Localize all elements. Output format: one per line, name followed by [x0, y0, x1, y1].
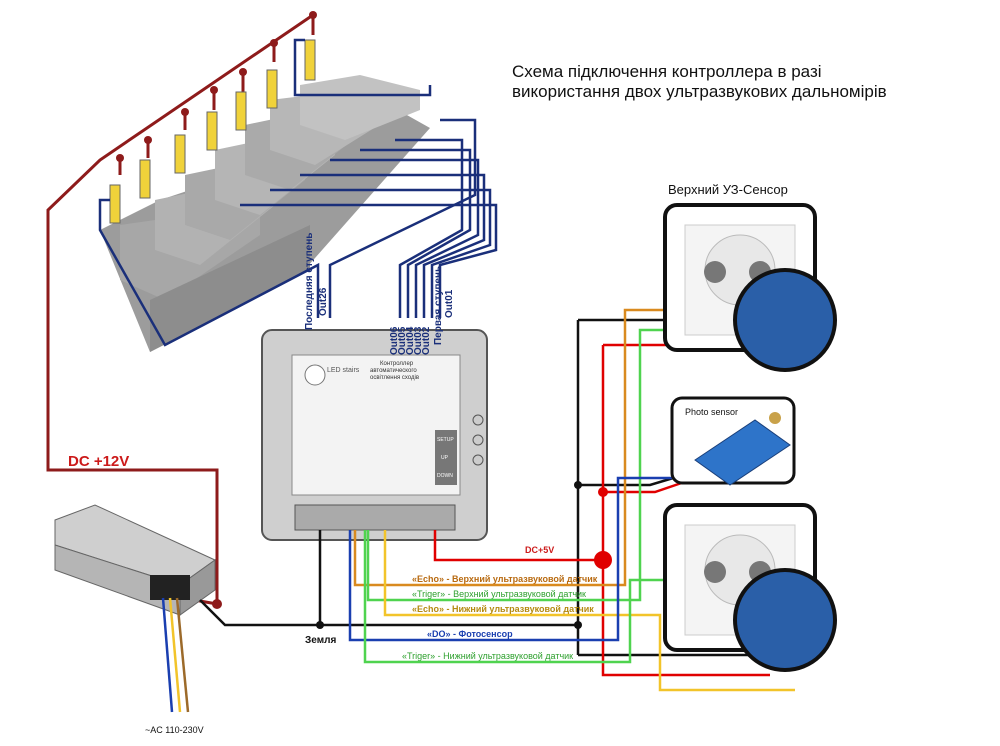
photo-sensor-label: Photo sensor [685, 407, 738, 417]
label-out26: Out26 [318, 287, 329, 316]
ac-label: ~AC 110-230V [145, 725, 204, 735]
trig-lower-label: «Triger» - Нижний ультразвуковой датчик [402, 651, 573, 661]
diagram-title: Схема підключення контроллера в разі вик… [512, 62, 887, 102]
title-line-1: Схема підключення контроллера в разі [512, 62, 822, 81]
echo-upper-label: «Echo» - Верхний ультразвуковой датчик [412, 574, 598, 584]
lower-sensor [663, 503, 837, 672]
bus-junctions [116, 11, 317, 609]
label-last-step: Последняя ступень [304, 233, 315, 330]
ac-wires [161, 597, 190, 713]
label-out04: Out04 [405, 326, 416, 355]
dc5v-label: DC+5V [525, 545, 554, 555]
controller-box [261, 329, 488, 541]
label-first-step: Первая ступень [433, 266, 444, 345]
upper-sensor-label: Верхний УЗ-Сенсор [668, 182, 788, 197]
controller-header-2: автоматического [370, 368, 417, 374]
label-out06: Out06 [389, 326, 400, 355]
button-setup[interactable]: SETUP [437, 437, 454, 443]
power-supply [54, 504, 216, 616]
button-up[interactable]: UP [441, 455, 449, 461]
upper-sensor [663, 203, 837, 372]
controller-header-3: освітлення сходів [370, 375, 419, 381]
step-output-wires [98, 38, 498, 347]
staircase [100, 75, 430, 352]
photo-sensor [670, 396, 796, 486]
label-out05: Out05 [397, 326, 408, 355]
label-out03: Out03 [413, 326, 424, 355]
controller-header-1: Контроллер [380, 361, 414, 367]
dc12v-label: DC +12V [68, 453, 129, 470]
title-line-2: використання двох ультразвукових дальном… [512, 82, 887, 101]
led-strips [109, 39, 316, 224]
label-out01: Out01 [444, 289, 455, 318]
button-down[interactable]: DOWN [437, 473, 453, 479]
ground-label: Земля [305, 635, 336, 646]
do-photo-label: «DO» - Фотосенсор [427, 629, 513, 639]
echo-lower-label: «Echo» - Нижний ультразвуковой датчик [412, 604, 594, 614]
controller-brand: LED stairs [327, 367, 360, 374]
label-out02: Out02 [421, 326, 432, 355]
trig-upper-label: «Triger» - Верхний ультразвуковой датчик [412, 589, 586, 599]
